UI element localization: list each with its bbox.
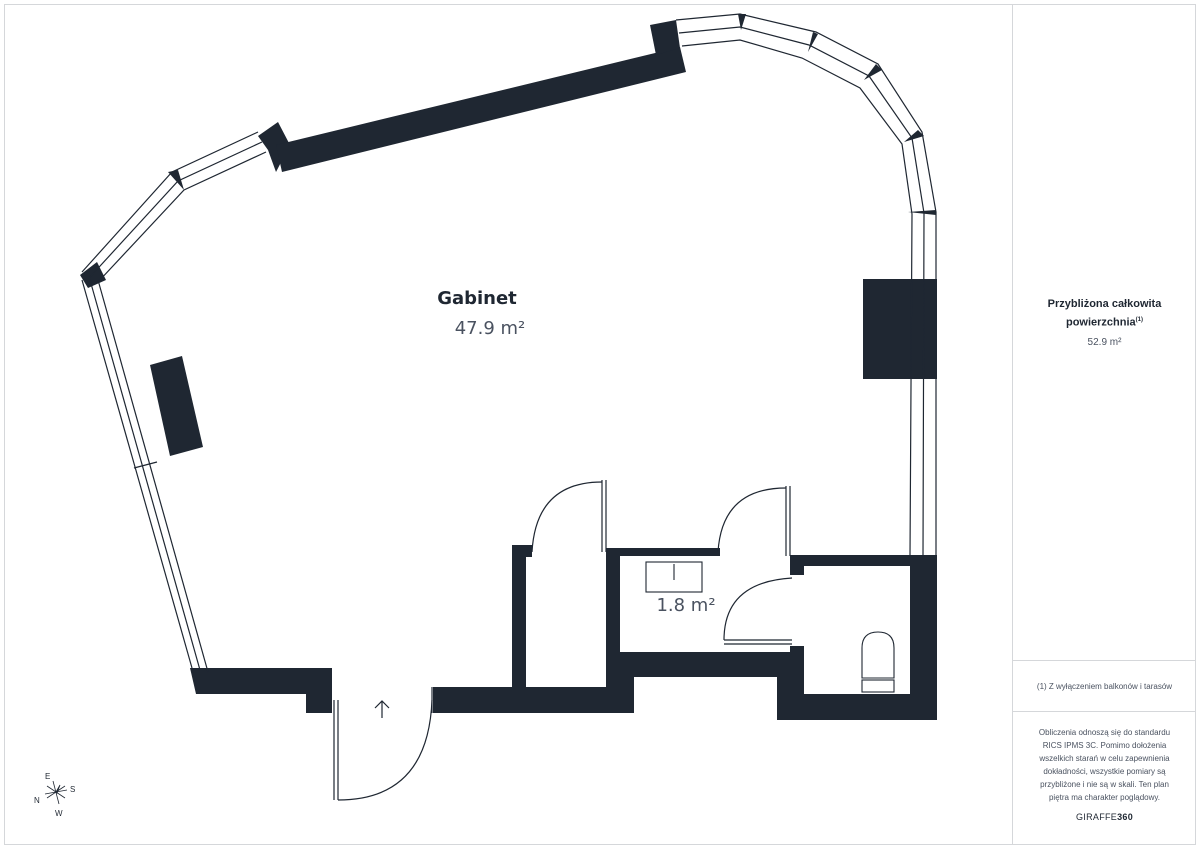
total-area-label: Przybliżona całkowita powierzchnia(1) [1013,296,1196,331]
wall-closet-left [512,545,526,687]
compass-e: E [45,772,50,781]
info-sidebar: Przybliżona całkowita powierzchnia(1) 52… [1012,4,1196,845]
toilet-icon [861,631,895,679]
window-corner-marker [80,262,106,288]
wall-left-column [150,356,203,456]
window-left [97,279,209,673]
wall-closet-left-cap [512,545,532,557]
window-top-right-inner [678,26,925,557]
page-frame [4,4,1196,845]
window-left-inner [89,279,201,671]
wall-bathroom-sink-divider [606,548,620,713]
window-corner-marker [908,210,936,215]
compass-w: W [55,809,63,818]
disclaimer: Obliczenia odnoszą się do standardu RICS… [1038,728,1171,802]
entrance-door-swing [337,699,433,801]
total-area-value: 52.9 m² [1087,336,1122,348]
window-top-right [675,13,937,556]
room-area-small: 1.8 m² [656,595,715,616]
window-corner-marker [808,32,818,52]
window-upper-left [97,151,267,283]
compass-icon: E N S W [34,772,75,818]
compass-n: N [34,796,40,805]
total-area-section: Przybliżona całkowita powierzchnia(1) 52… [1013,296,1196,348]
window-left [81,279,193,669]
window-corner-marker [738,14,746,30]
wc-door-swing [723,577,793,641]
bathroom-door-swing [717,487,787,553]
brand-logo: GIRAFFE360 [1013,812,1196,822]
wall-top [276,47,686,172]
toilet-tank [861,679,895,693]
footnote: (1) Z wyłączeniem balkonów i tarasów [1013,660,1196,712]
wall-bottom-center [433,687,634,713]
closet-door-swing [531,481,603,553]
total-area-label-line2: powierzchnia [1065,316,1136,329]
entrance-arrow-head [374,700,390,709]
window-mullion [133,461,158,469]
wall-bathroom [606,548,937,720]
total-area-label-line1: Przybliżona całkowita [1047,298,1162,310]
sink-icon [645,561,703,593]
compass-s: S [70,785,75,794]
footnote-marker: (1) [1135,317,1144,323]
wall-right-pillar [863,279,937,379]
window-corner-marker [904,130,924,142]
window-corner-marker [168,170,184,190]
room-area-gabinet: 47.9 m² [455,318,526,339]
window-upper-left [81,131,259,273]
room-name-gabinet: Gabinet [437,288,517,309]
brand-prefix: GIRAFFE [1075,812,1118,822]
window-top-right [681,39,913,557]
wall-top-right-notch [650,20,680,55]
floor-plan: Gabinet 47.9 m² 1.8 m² E N S W [34,13,937,818]
wall-bottom-left [190,668,332,713]
brand-suffix: 360 [1117,812,1134,822]
window-upper-left-inner [89,141,263,278]
